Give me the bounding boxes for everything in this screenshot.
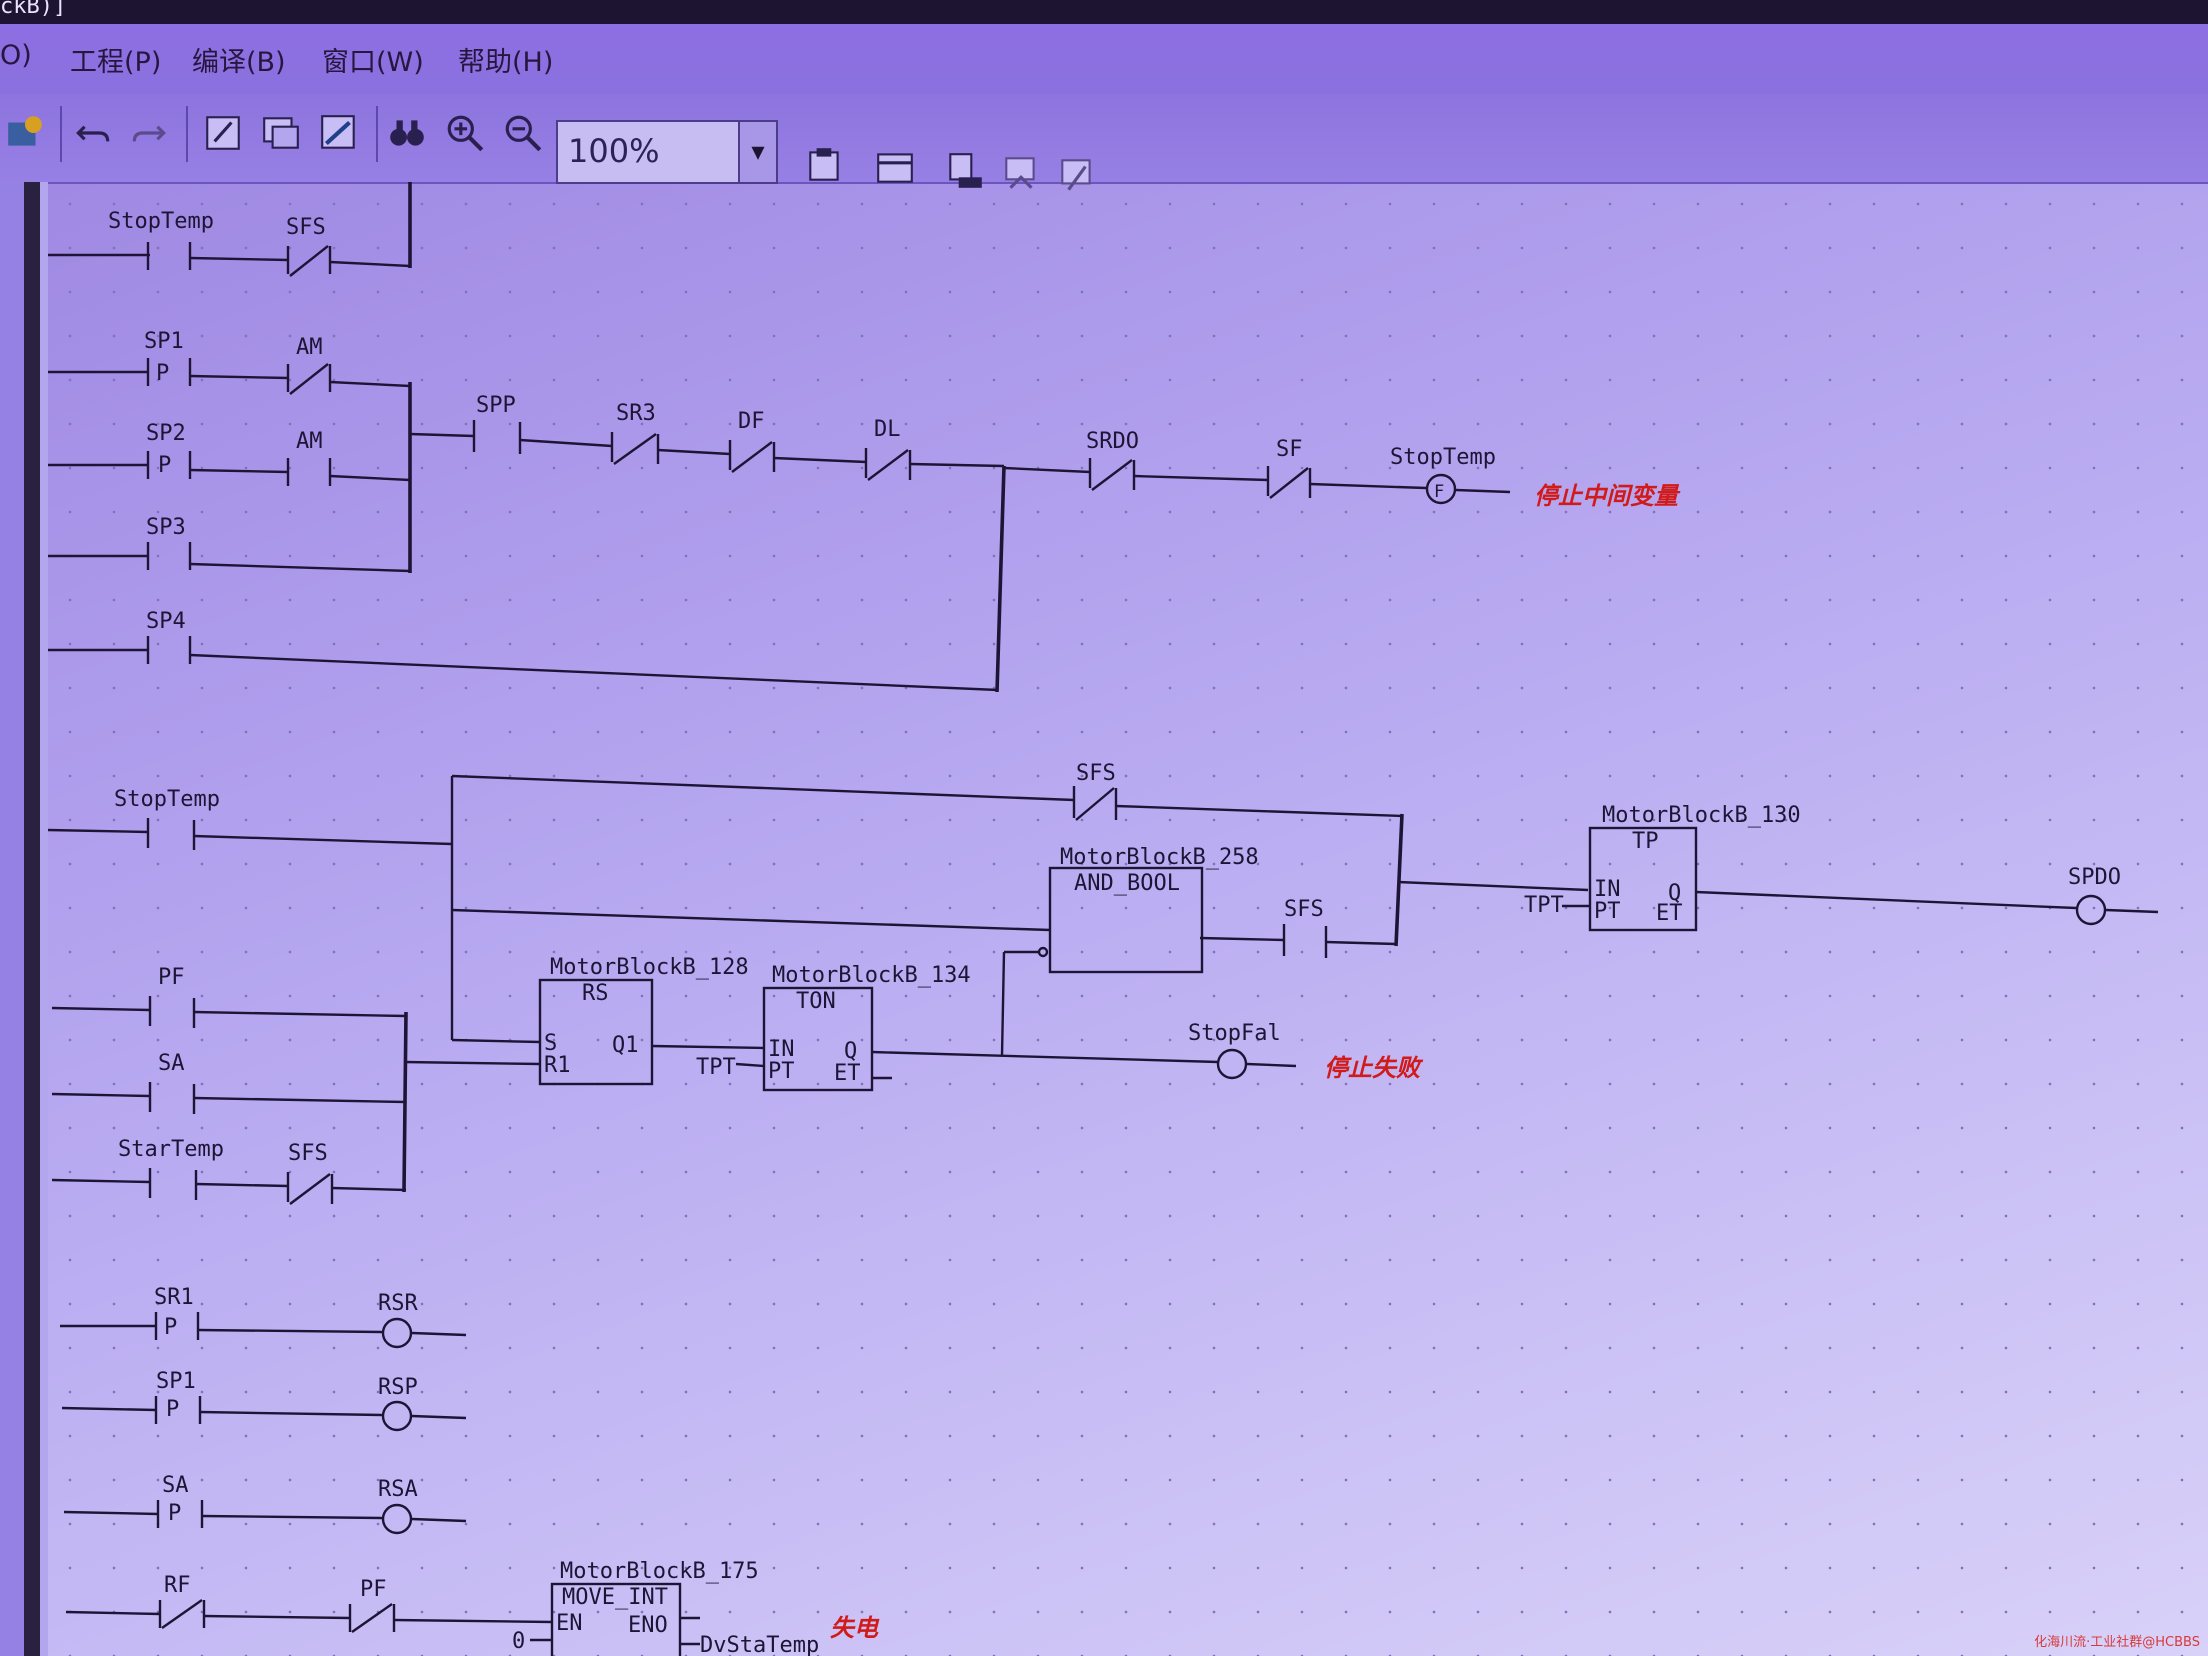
label-ton: TON (796, 989, 836, 1014)
label-pin-et-tp: ET (1656, 901, 1683, 926)
menu-bar: O) 工程(P) 编译(B) 窗口(W) 帮助(H) (0, 24, 2208, 94)
label-p-sr1: P (164, 1315, 177, 1340)
menu-project[interactable]: 工程(P) (70, 47, 162, 78)
label-stoptemp-2: StopTemp (114, 787, 220, 812)
label-df: DF (738, 409, 765, 434)
label-rsa: RSA (378, 1477, 418, 1502)
label-block-134: MotorBlockB_134 (772, 963, 971, 988)
label-sa-b: SA (162, 1473, 189, 1498)
toolbar (0, 94, 2208, 184)
label-spp: SPP (476, 393, 516, 418)
label-sp1: SP1 (144, 329, 184, 354)
label-block-128: MotorBlockB_128 (550, 955, 749, 980)
label-am-2: AM (296, 429, 323, 454)
label-pin-s: S (544, 1031, 557, 1056)
find-icon[interactable] (382, 108, 432, 158)
label-block-130: MotorBlockB_130 (1602, 803, 1801, 828)
label-p-sp2: P (158, 453, 171, 478)
label-sp3: SP3 (146, 515, 186, 540)
label-sa: SA (158, 1051, 185, 1076)
label-tp: TP (1632, 829, 1659, 854)
label-p-sp1-b: P (166, 1397, 179, 1422)
label-rf: RF (164, 1573, 191, 1598)
label-sp1-b: SP1 (156, 1369, 196, 1394)
comment-stop-fail: 停止失败 (1324, 1054, 1424, 1082)
label-and-bool: AND_BOOL (1074, 871, 1180, 896)
menu-options[interactable]: O) (0, 40, 32, 71)
label-pin-r1: R1 (544, 1053, 571, 1078)
label-pin-en: EN (556, 1611, 583, 1636)
label-rsp: RSP (378, 1375, 418, 1400)
label-sp4: SP4 (146, 609, 186, 634)
properties-icon[interactable] (800, 140, 850, 190)
zoom-in-icon[interactable] (440, 108, 490, 158)
label-am-1: AM (296, 335, 323, 360)
label-sfs-and: SFS (1284, 897, 1324, 922)
label-coil-stoptemp: StopTemp (1390, 445, 1496, 470)
label-rsr: RSR (378, 1291, 418, 1316)
app-icon[interactable] (0, 108, 50, 158)
label-stoptemp: StopTemp (108, 209, 214, 234)
label-sp2: SP2 (146, 421, 186, 446)
comment-power-loss: 失电 (830, 1614, 880, 1642)
label-pin-q-tp: Q (1668, 881, 1681, 906)
edit-icon[interactable] (198, 108, 248, 158)
label-srdo: SRDO (1086, 429, 1139, 454)
label-pin-et: ET (834, 1061, 861, 1086)
label-pin-pt: PT (768, 1059, 795, 1084)
label-dvstatemp: DvStaTemp (700, 1633, 819, 1656)
left-frame (0, 182, 48, 1656)
label-sr3: SR3 (616, 401, 656, 426)
calendar-icon[interactable] (870, 142, 920, 192)
label-sfs-low: SFS (288, 1141, 328, 1166)
label-pin-q1: Q1 (612, 1033, 639, 1058)
label-dl: DL (874, 417, 901, 442)
label-sfs-top: SFS (1076, 761, 1116, 786)
zoom-value: 100% (568, 132, 660, 170)
watermark-text: 化海川流·工业社群@HCBBS (2034, 1635, 2200, 1650)
menu-compile[interactable]: 编译(B) (192, 47, 286, 78)
comment-stop-temp: 停止中间变量 (1534, 482, 1681, 510)
label-p-sa-b: P (168, 1501, 181, 1526)
label-p-sp1: P (156, 361, 169, 386)
label-sr1: SR1 (154, 1285, 194, 1310)
label-sf: SF (1276, 437, 1303, 462)
redo-icon[interactable] (124, 108, 174, 158)
label-rs: RS (582, 981, 609, 1006)
label-pin-eno: ENO (628, 1613, 668, 1638)
label-pin-in-tp: IN (1594, 877, 1621, 902)
label-pf-b: PF (360, 1577, 387, 1602)
label-pin-q: Q (844, 1039, 857, 1064)
label-tpt-tp: TPT (1524, 893, 1564, 918)
ladder-canvas[interactable] (48, 182, 2208, 1656)
label-sfs: SFS (286, 215, 326, 240)
monitor-icon[interactable] (314, 108, 364, 158)
zoom-select[interactable]: 100% ▼ (556, 120, 778, 184)
window-icon[interactable] (256, 108, 306, 158)
chevron-down-icon[interactable]: ▼ (738, 122, 776, 182)
menu-help[interactable]: 帮助(H) (458, 47, 554, 78)
label-block-258: MotorBlockB_258 (1060, 845, 1259, 870)
label-spdo: SPDO (2068, 865, 2121, 890)
label-pin-pt-tp: PT (1594, 899, 1621, 924)
window-title: ckB)] (0, 0, 67, 19)
label-coil-mark: F (1434, 482, 1444, 502)
label-move-int: MOVE_INT (562, 1585, 668, 1610)
label-pf: PF (158, 965, 185, 990)
label-block-175: MotorBlockB_175 (560, 1559, 759, 1584)
title-bar: ckB)] (0, 0, 2208, 24)
undo-icon[interactable] (68, 108, 118, 158)
label-pin-in: IN (768, 1037, 795, 1062)
label-startemp: StarTemp (118, 1137, 224, 1162)
zoom-out-icon[interactable] (498, 108, 548, 158)
menu-window[interactable]: 窗口(W) (322, 47, 424, 78)
label-input-zero: 0 (512, 1629, 525, 1654)
compare-icon[interactable] (1052, 150, 1102, 200)
label-stopfal: StopFal (1188, 1021, 1281, 1046)
label-tpt-ton: TPT (696, 1055, 736, 1080)
